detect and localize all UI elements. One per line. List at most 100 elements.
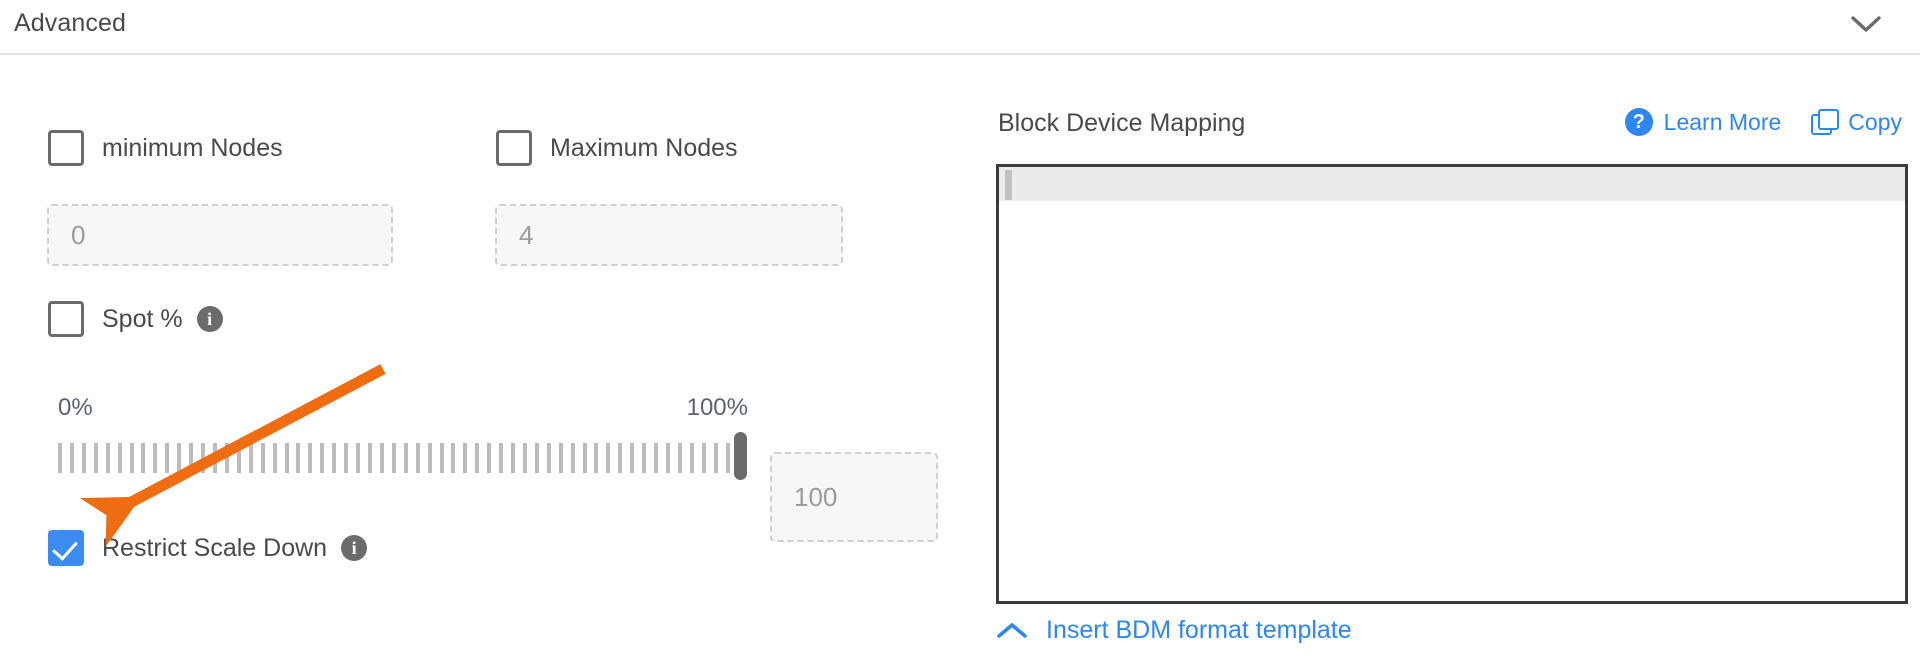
slider-tick: [630, 443, 635, 473]
slider-tick: [558, 443, 563, 473]
slider-tick: [284, 443, 289, 473]
learn-more-link[interactable]: ? Learn More: [1624, 108, 1782, 136]
slider-tick: [296, 443, 301, 473]
slider-tick: [594, 443, 599, 473]
spot-percent-slider[interactable]: [58, 442, 742, 474]
slider-tick: [391, 443, 396, 473]
min-nodes-input[interactable]: 0: [47, 204, 393, 266]
slider-tick: [534, 443, 539, 473]
slider-tick: [236, 443, 241, 473]
slider-tick: [129, 443, 134, 473]
restrict-scale-down-checkbox[interactable]: [48, 530, 84, 566]
max-nodes-input[interactable]: 4: [495, 204, 843, 266]
slider-tick: [201, 443, 206, 473]
block-device-mapping-title: Block Device Mapping: [998, 109, 1246, 137]
slider-tick: [654, 443, 659, 473]
slider-tick: [689, 443, 694, 473]
slider-tick: [439, 443, 444, 473]
min-nodes-row: minimum Nodes: [48, 130, 283, 166]
learn-more-label: Learn More: [1663, 108, 1782, 135]
slider-tick: [344, 443, 349, 473]
min-nodes-label: minimum Nodes: [102, 133, 283, 162]
slider-tick: [81, 443, 86, 473]
slider-tick: [308, 443, 313, 473]
max-nodes-row: Maximum Nodes: [496, 130, 738, 166]
slider-tick: [212, 443, 217, 473]
slider-min-label: 0%: [58, 394, 93, 421]
slider-tick: [642, 443, 647, 473]
slider-tick: [725, 443, 730, 473]
slider-tick: [499, 443, 504, 473]
slider-tick: [141, 443, 146, 473]
bdm-actions: ? Learn More Copy: [1624, 108, 1902, 136]
slider-tick: [272, 443, 277, 473]
slider-tick: [379, 443, 384, 473]
insert-bdm-template-label: Insert BDM format template: [1046, 616, 1352, 644]
slider-tick: [320, 443, 325, 473]
slider-tick: [522, 443, 527, 473]
slider-tick: [701, 443, 706, 473]
slider-tick: [451, 443, 456, 473]
spot-percent-row: Spot % i: [48, 301, 223, 337]
slider-tick: [165, 443, 170, 473]
slider-tick: [713, 443, 718, 473]
slider-tick: [487, 443, 492, 473]
slider-tick: [117, 443, 122, 473]
slider-tick: [177, 443, 182, 473]
copy-button[interactable]: Copy: [1811, 109, 1902, 136]
slider-tick: [475, 443, 480, 473]
copy-label: Copy: [1848, 108, 1902, 135]
slider-tick: [248, 443, 253, 473]
spot-percent-info-icon[interactable]: i: [196, 306, 223, 332]
slider-tick: [463, 443, 468, 473]
spot-percent-label: Spot %: [102, 304, 183, 333]
restrict-scale-down-info-icon[interactable]: i: [341, 535, 368, 561]
slider-tick: [403, 443, 408, 473]
slider-tick: [332, 443, 337, 473]
slider-tick: [427, 443, 432, 473]
collapse-toggle-button[interactable]: [1844, 4, 1888, 44]
slider-max-label: 100%: [686, 394, 748, 421]
block-device-mapping-column: Block Device Mapping ? Learn More Copy I…: [990, 54, 1920, 656]
chevron-down-icon: [1851, 15, 1881, 33]
spot-percent-checkbox[interactable]: [48, 301, 84, 337]
slider-tick: [570, 443, 575, 473]
max-nodes-checkbox[interactable]: [496, 130, 532, 166]
editor-cursor-gutter: [1005, 170, 1012, 200]
slider-tick: [415, 443, 420, 473]
scaling-options-column: minimum Nodes Maximum Nodes 0 4 Spot % i…: [0, 54, 960, 656]
slider-tick: [367, 443, 372, 473]
spot-percent-slider-group: 0% 100%: [58, 394, 758, 504]
spot-percent-value-input[interactable]: 100: [770, 452, 938, 542]
slider-tick: [618, 443, 623, 473]
slider-tick: [153, 443, 158, 473]
slider-tick: [582, 443, 587, 473]
block-device-mapping-editor[interactable]: [996, 164, 1908, 604]
slider-tick: [511, 443, 516, 473]
panel-header: Advanced: [0, 0, 1920, 55]
header-divider: [0, 53, 1920, 55]
max-nodes-label: Maximum Nodes: [550, 133, 738, 162]
slider-thumb[interactable]: [734, 432, 747, 480]
slider-tick: [58, 443, 62, 473]
slider-tick: [260, 443, 265, 473]
restrict-scale-down-row: Restrict Scale Down i: [48, 530, 368, 566]
insert-bdm-template-link[interactable]: Insert BDM format template: [996, 616, 1352, 645]
restrict-scale-down-label: Restrict Scale Down: [102, 533, 328, 562]
page-title: Advanced: [14, 9, 126, 37]
slider-tick: [606, 443, 611, 473]
chevron-up-icon: [996, 622, 1028, 640]
min-nodes-checkbox[interactable]: [48, 130, 84, 166]
slider-tick: [224, 443, 229, 473]
slider-tick: [69, 443, 74, 473]
slider-tick: [189, 443, 194, 473]
slider-tick: [93, 443, 98, 473]
editor-active-line: [999, 167, 1905, 201]
slider-tick: [677, 443, 682, 473]
slider-tick: [105, 443, 110, 473]
copy-icon: [1811, 109, 1840, 135]
question-circle-icon: ?: [1624, 108, 1653, 136]
slider-tick: [356, 443, 361, 473]
slider-tick: [666, 443, 671, 473]
